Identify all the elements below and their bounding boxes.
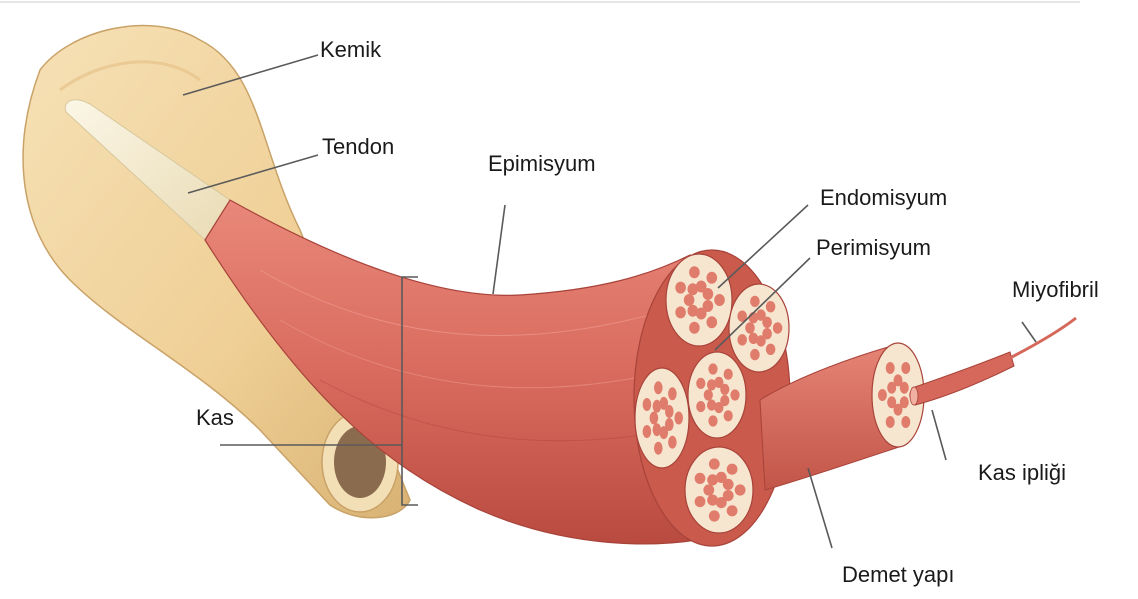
fiber-section — [727, 464, 738, 475]
fiber-section — [654, 442, 663, 455]
fiber-section — [665, 405, 674, 418]
fiber-section — [668, 436, 677, 449]
bundle-fiber-section — [886, 416, 895, 428]
label-kas-ipligi: Kas ipliği — [978, 460, 1066, 485]
kas-ipligi-leader — [932, 410, 946, 460]
bundle-fiber-section — [878, 389, 887, 401]
fiber-section — [720, 384, 729, 395]
fiber-section — [675, 282, 686, 294]
fiber-section — [724, 410, 733, 421]
fiber-section — [704, 389, 713, 400]
fiber-section — [675, 306, 686, 318]
endomisyum-leader — [718, 205, 808, 288]
label-demet-yapi: Demet yapı — [842, 562, 955, 587]
fiber-section — [766, 344, 776, 355]
fiber-section — [723, 479, 734, 490]
fiber-section — [708, 415, 717, 426]
fiber-section — [749, 333, 759, 344]
fiber-section — [703, 484, 714, 495]
fiber-section — [766, 301, 776, 312]
fiber-section — [703, 288, 714, 300]
fiber-section — [708, 363, 717, 374]
fiber-section — [695, 496, 706, 507]
bundle-fiber-section — [901, 362, 910, 374]
fiber-section — [689, 322, 700, 334]
label-kas: Kas — [196, 405, 234, 430]
label-perimisyum: Perimisyum — [816, 235, 931, 260]
fiber-section — [696, 378, 705, 389]
label-kemik: Kemik — [320, 37, 382, 62]
fiber-section — [735, 484, 746, 495]
fiber-section — [650, 412, 659, 425]
muscle-fiber — [910, 352, 1014, 405]
fiber-section — [707, 316, 718, 328]
fiber-section — [707, 495, 718, 506]
myofibril — [1010, 318, 1076, 358]
fiber-section — [724, 369, 733, 380]
fiber-section — [707, 400, 716, 411]
fiber-section — [762, 317, 772, 328]
demet-yapi-leader — [808, 468, 832, 548]
fiber-section — [773, 322, 783, 333]
fiber-section — [696, 401, 705, 412]
fiber-section — [750, 296, 760, 307]
fiber-section — [643, 398, 652, 411]
bundle-fiber-section — [901, 416, 910, 428]
miyofibril-leader — [1022, 322, 1036, 342]
fiber-section — [643, 425, 652, 438]
fiber-section — [727, 505, 738, 516]
fiber-section — [750, 349, 760, 360]
epimisyum-leader — [493, 205, 505, 294]
fiber-section — [737, 334, 747, 345]
fiber-section — [745, 322, 755, 333]
fiber-section — [714, 294, 725, 306]
fiber-section — [707, 272, 718, 284]
bundle-fiber-section — [900, 382, 909, 394]
label-miyofibril: Miyofibril — [1012, 277, 1099, 302]
fiber-section — [695, 473, 706, 484]
label-epimisyum: Epimisyum — [488, 151, 596, 176]
fiber-section — [709, 510, 720, 521]
fiber-section — [653, 423, 662, 436]
fiber-section — [709, 458, 720, 469]
fiber-section — [674, 412, 683, 425]
fiber-section — [654, 381, 663, 394]
label-endomisyum: Endomisyum — [820, 185, 947, 210]
bundle-fiber-section — [887, 396, 896, 408]
bundle-fiber-section — [886, 362, 895, 374]
fiber-section — [689, 266, 700, 278]
label-tendon: Tendon — [322, 134, 394, 159]
fiber-section — [730, 389, 739, 400]
fiber-section — [688, 305, 699, 317]
fiber-section — [684, 294, 695, 306]
fiber-section — [668, 387, 677, 400]
